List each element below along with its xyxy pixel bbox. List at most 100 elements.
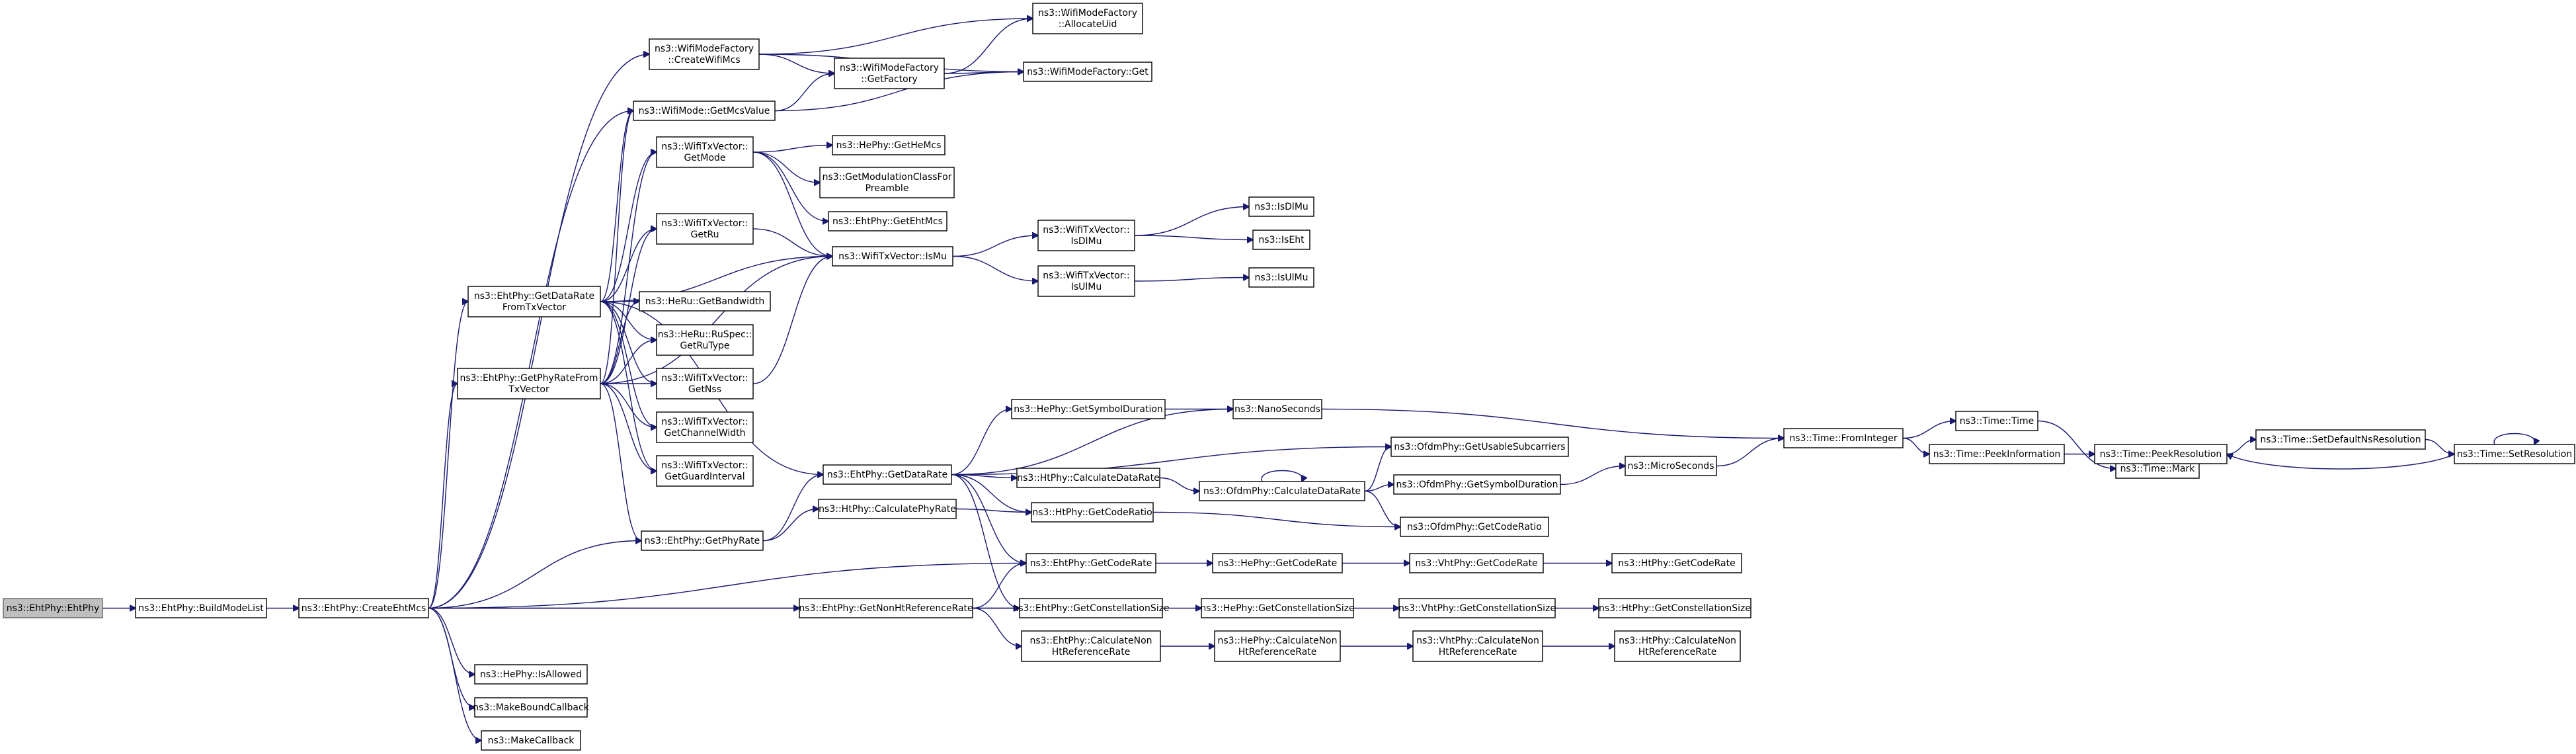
node-is-mu[interactable]: ns3::WifiTxVector::IsMu [832,246,953,267]
edge-ofdm-calculate-data-rate-to-ofdm-calculate-data-rate [1261,470,1303,482]
node-make-bound-callback[interactable]: ns3::MakeBoundCallback [473,697,590,718]
node-allocate-uid[interactable]: ns3::WifiModeFactory::AllocateUid [1032,3,1143,34]
node-box [2094,444,2228,464]
node-box [1232,399,1322,419]
node-label: GetMode [684,153,725,163]
edge-create-eht-mcs-to-eht-get-code-rate [428,564,1026,609]
node-ru-spec-get-ru-type[interactable]: ns3::HeRu::RuSpec::GetRuType [656,324,754,356]
node-label: ns3::WifiTxVector:: [661,460,748,471]
node-label: ns3::HePhy::GetHeMcs [836,140,942,151]
node-box [1393,474,1561,495]
node-ofdm-get-usable-subcarriers[interactable]: ns3::OfdmPhy::GetUsableSubcarriers [1390,437,1569,457]
node-box [474,664,588,685]
node-tx-is-ul-mu[interactable]: ns3::WifiTxVector::IsUlMu [1037,265,1135,297]
node-label: GetChannelWidth [664,428,745,439]
node-build-mode-list[interactable]: ns3::EhtPhy::BuildModeList [135,598,267,618]
node-box [1023,62,1152,82]
edge-eht-get-data-rate-to-ht-get-code-ratio [951,474,1031,513]
node-get-factory[interactable]: ns3::WifiModeFactory::GetFactory [834,58,945,89]
node-label: ns3::MakeBoundCallback [473,702,589,713]
node-box [1016,468,1160,488]
node-label: ::AllocateUid [1059,19,1117,30]
node-ht-get-code-ratio[interactable]: ns3::HtPhy::GetCodeRatio [1031,502,1154,523]
edge-eht-get-phy-rate-to-ht-calculate-phy-rate [762,509,819,542]
node-create-wifi-mcs[interactable]: ns3::WifiModeFactory::CreateWifiMcs [649,38,760,70]
edge-get-phy-rate-from-tx-to-ru-spec-get-ru-type [600,340,657,384]
node-time-set-resolution[interactable]: ns3::Time::SetResolution [2454,444,2575,464]
node-time-from-integer[interactable]: ns3::Time::FromInteger [1783,428,1904,448]
edge-time-peek-resolution-to-time-set-default-ns-resolution [2226,440,2256,455]
node-ht-get-code-rate[interactable]: ns3::HtPhy::GetCodeRate [1611,553,1742,573]
node-eht-get-phy-rate[interactable]: ns3::EhtPhy::GetPhyRate [641,530,764,551]
node-eht-get-code-rate[interactable]: ns3::EhtPhy::GetCodeRate [1026,553,1156,573]
edge-get-phy-rate-from-tx-to-get-mcs-value [600,111,633,384]
edge-eht-get-phy-rate-to-eht-get-data-rate [762,475,823,542]
node-box [649,38,760,70]
node-ofdm-calculate-data-rate[interactable]: ns3::OfdmPhy::CalculateDataRate [1199,481,1365,501]
node-vht-get-constellation-size[interactable]: ns3::VhtPhy::GetConstellationSize [1398,598,1556,618]
edge-micro-seconds-to-time-from-integer [1716,439,1784,467]
node-eht-get-constellation-size[interactable]: ns3::EhtPhy::GetConstellationSize [1012,598,1170,618]
node-ofdm-get-code-ratio[interactable]: ns3::OfdmPhy::GetCodeRatio [1400,517,1549,537]
node-label: ns3::MicroSeconds [1627,461,1714,472]
node-time-peek-resolution[interactable]: ns3::Time::PeekResolution [2094,444,2228,464]
node-he-get-code-rate[interactable]: ns3::HePhy::GetCodeRate [1212,553,1343,573]
node-box [1212,553,1343,573]
node-he-ru-get-bandwidth[interactable]: ns3::HeRu::GetBandwidth [639,291,771,312]
node-label: ns3::WifiTxVector:: [661,417,748,427]
node-get-eht-mcs[interactable]: ns3::EhtPhy::GetEhtMcs [828,211,947,231]
node-tx-is-dl-mu[interactable]: ns3::WifiTxVector::IsDlMu [1037,220,1135,251]
node-vht-get-code-rate[interactable]: ns3::VhtPhy::GetCodeRate [1409,553,1544,573]
node-box [639,291,771,312]
edge-is-mu-to-tx-is-dl-mu [952,235,1038,257]
node-create-eht-mcs[interactable]: ns3::EhtPhy::CreateEhtMcs [298,598,429,618]
node-is-ul-mu[interactable]: ns3::IsUlMu [1248,267,1314,288]
node-nano-seconds[interactable]: ns3::NanoSeconds [1232,399,1322,419]
node-box [1037,220,1135,251]
node-tx-get-nss[interactable]: ns3::WifiTxVector::GetNss [656,368,754,399]
edge-eht-get-data-rate-to-ht-calculate-data-rate [951,474,1017,478]
node-wmfget[interactable]: ns3::WifiModeFactory::Get [1023,62,1152,82]
node-micro-seconds[interactable]: ns3::MicroSeconds [1625,456,1717,476]
node-eht-get-data-rate[interactable]: ns3::EhtPhy::GetDataRate [823,464,952,485]
node-time-peek-information[interactable]: ns3::Time::PeekInformation [1929,444,2065,464]
node-ht-get-constellation-size[interactable]: ns3::HtPhy::GetConstellationSize [1598,598,1751,618]
node-tx-get-channel-width[interactable]: ns3::WifiTxVector::GetChannelWidth [656,411,754,443]
node-tx-get-guard-interval[interactable]: ns3::WifiTxVector::GetGuardInterval [656,455,754,487]
node-label: IsUlMu [1071,282,1102,292]
node-box [1019,598,1163,618]
node-ht-calculate-data-rate[interactable]: ns3::HtPhy::CalculateDataRate [1016,468,1160,488]
node-label: GetNss [688,384,721,395]
node-label: ns3::Time::PeekInformation [1933,449,2061,460]
node-label: ns3::OfdmPhy::GetSymbolDuration [1396,480,1558,490]
node-ht-calculate-phy-rate[interactable]: ns3::HtPhy::CalculatePhyRate [818,499,957,519]
node-make-callback[interactable]: ns3::MakeCallback [481,730,581,751]
node-he-get-constellation-size[interactable]: ns3::HePhy::GetConstellationSize [1200,598,1355,618]
node-he-get-symbol-duration[interactable]: ns3::HePhy::GetSymbolDuration [1011,399,1166,419]
node-eht-get-non-ht-ref-rate[interactable]: ns3::EhtPhy::GetNonHtReferenceRate [799,598,973,618]
node-he-is-allowed[interactable]: ns3::HePhy::IsAllowed [474,664,588,685]
node-ofdm-get-symbol-duration[interactable]: ns3::OfdmPhy::GetSymbolDuration [1393,474,1561,495]
node-time-time[interactable]: ns3::Time::Time [1955,411,2038,431]
node-is-dl-mu[interactable]: ns3::IsDlMu [1248,196,1314,217]
node-tx-get-mode[interactable]: ns3::WifiTxVector::GetMode [656,136,754,168]
edges-layer [102,19,2535,741]
node-box [656,455,754,487]
node-get-mcs-value[interactable]: ns3::WifiMode::GetMcsValue [633,101,776,121]
node-label: ::CreateWifiMcs [668,55,740,65]
node-is-eht[interactable]: ns3::IsEht [1252,230,1310,250]
node-label: GetGuardInterval [664,472,745,482]
node-tx-get-ru[interactable]: ns3::WifiTxVector::GetRu [656,213,754,245]
node-time-set-default-ns-resolution[interactable]: ns3::Time::SetDefaultNsResolution [2255,429,2426,450]
edge-time-set-resolution-to-time-peek-resolution [2227,454,2455,470]
node-label: ns3::WifiTxVector:: [1043,271,1129,281]
node-get-he-mcs[interactable]: ns3::HePhy::GetHeMcs [832,135,946,155]
